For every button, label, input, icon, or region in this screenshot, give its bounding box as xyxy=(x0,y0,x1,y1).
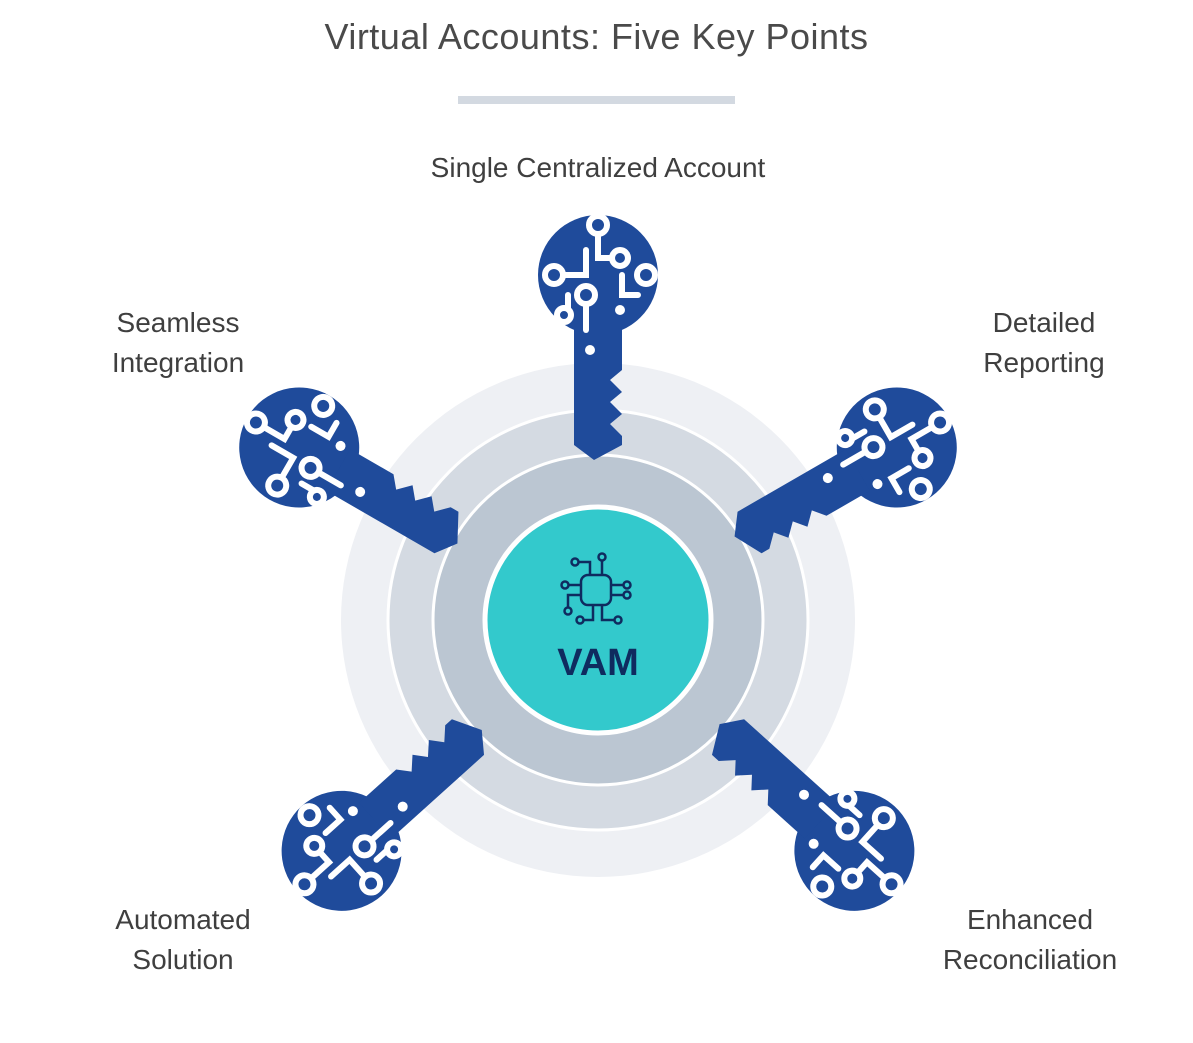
label-line: Seamless xyxy=(116,307,240,338)
label-line: Enhanced xyxy=(966,904,1094,935)
vam-label: VAM xyxy=(557,642,639,684)
label-line: Reporting xyxy=(983,347,1105,378)
label-automated-solution: Automated Solution xyxy=(83,900,283,980)
vam-center-circle xyxy=(482,504,714,736)
label-single-centralized-account: Single Centralized Account xyxy=(398,148,798,188)
label-enhanced-reconciliation: Enhanced Reconciliation xyxy=(920,900,1140,980)
label-line: Detailed xyxy=(992,307,1096,338)
label-line: Solution xyxy=(132,944,234,975)
label-line: Reconciliation xyxy=(942,944,1118,975)
label-line: Single Centralized Account xyxy=(430,152,766,183)
circuit-chip-icon xyxy=(560,552,632,625)
page-title: Virtual Accounts: Five Key Points xyxy=(324,16,869,57)
label-line: Integration xyxy=(111,347,245,378)
label-line: Automated xyxy=(115,904,251,935)
label-seamless-integration: Seamless Integration xyxy=(78,303,278,383)
label-detailed-reporting: Detailed Reporting xyxy=(944,303,1144,383)
title-divider xyxy=(458,96,735,104)
